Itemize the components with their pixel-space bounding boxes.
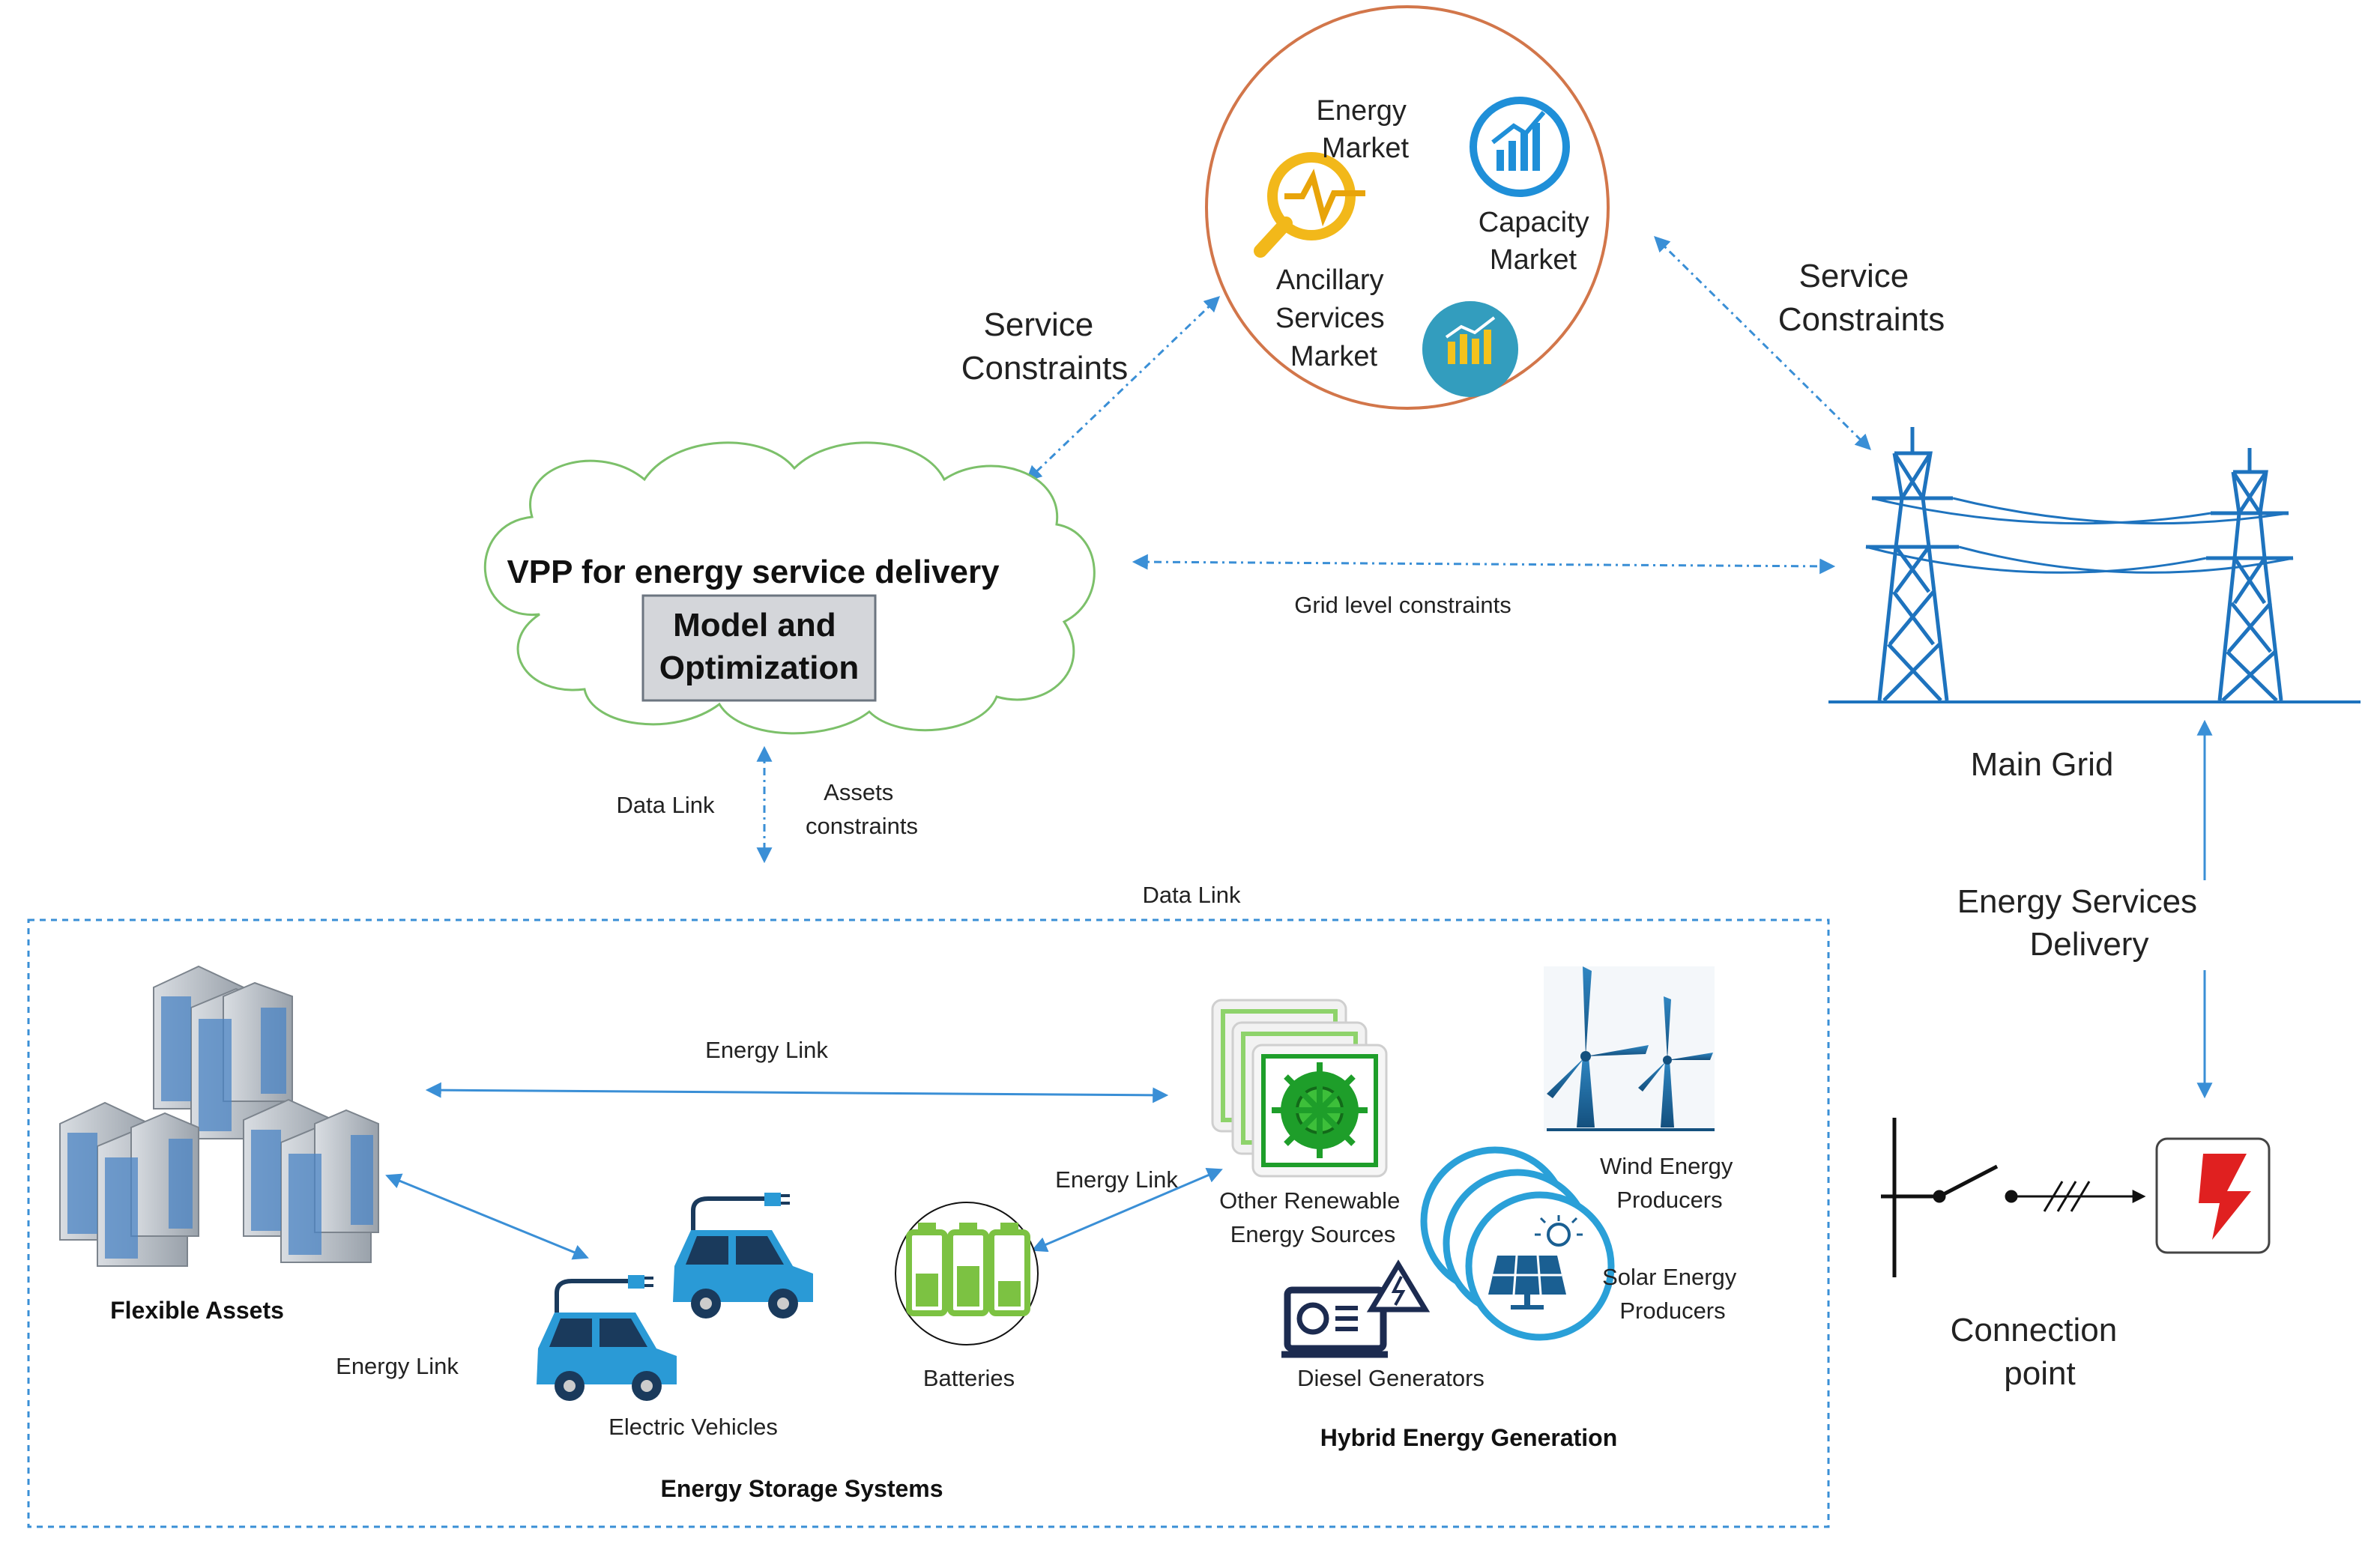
other-renewable-label: Other Renewable Energy Sources — [1219, 1187, 1407, 1247]
energy-link-middle-label: Energy Link — [1055, 1166, 1178, 1193]
flexible-assets-label: Flexible Assets — [110, 1297, 284, 1324]
model-box — [641, 594, 877, 702]
batteries-label: Batteries — [923, 1365, 1015, 1391]
energy-storage-systems-label: Energy Storage Systems — [660, 1475, 943, 1502]
ancillary-market-label: Ancillary Services Market — [1275, 264, 1392, 372]
capacity-market-label: Capacity Market — [1479, 207, 1597, 276]
building-cluster-icon — [59, 965, 379, 1267]
ancillary-market-icon — [1422, 301, 1518, 397]
electric-car-icon — [537, 1193, 813, 1401]
model-box-label: Model and Optimization — [659, 607, 859, 686]
energy-link-top-label: Energy Link — [705, 1037, 828, 1063]
energy-link-bottom — [385, 1173, 589, 1260]
diesel-generator-icon — [1281, 1259, 1431, 1358]
energy-market-label: Energy Market — [1317, 95, 1415, 164]
wind-turbine-icon — [1544, 966, 1715, 1131]
vpp-title: VPP for energy service delivery — [507, 554, 1000, 590]
energy-market-icon — [1254, 152, 1365, 258]
battery-icon — [895, 1202, 1039, 1345]
energy-services-label-bg — [1956, 880, 2207, 970]
wind-producers-label: Wind Energy Producers — [1600, 1153, 1739, 1213]
energy-link-top — [425, 1082, 1169, 1104]
service-link-left — [1025, 296, 1221, 482]
markets-circle — [1205, 5, 1610, 410]
connection-point-label: Connection point — [1951, 1312, 2127, 1392]
energy-link-bottom-label: Energy Link — [336, 1353, 459, 1379]
renewable-panel-icon — [1211, 999, 1388, 1178]
lightning-icon — [2155, 1137, 2271, 1254]
energy-services-label: Energy Services Delivery — [1957, 883, 2207, 963]
service-constraints-right-label: Service Constraints — [1778, 258, 1945, 338]
solar-panel-icon — [1420, 1146, 1615, 1341]
electric-vehicles-label: Electric Vehicles — [608, 1414, 778, 1440]
transmission-tower-icon — [1828, 427, 2361, 703]
markets-group: Energy Market Capacity Market Ancillary … — [1205, 5, 1610, 410]
grid-level-constraints-label: Grid level constraints — [1294, 592, 1511, 618]
capacity-market-icon — [1470, 97, 1570, 197]
grid-level-link — [1132, 554, 1836, 575]
assets-box — [27, 918, 1830, 1528]
energy-link-middle — [1031, 1167, 1223, 1253]
data-link-vertical-label: Data Link — [617, 792, 715, 818]
service-link-right — [1654, 236, 1871, 450]
vpp-cloud: VPP for energy service delivery Model an… — [484, 441, 1096, 735]
solar-producers-label: Solar Energy Producers — [1602, 1264, 1743, 1324]
diesel-generators-label: Diesel Generators — [1297, 1365, 1485, 1391]
switch-icon — [1881, 1118, 2146, 1277]
assets-constraints-label: Assets constraints — [806, 779, 918, 839]
service-constraints-left-label: Service Constraints — [961, 306, 1129, 387]
data-link-box-label: Data Link — [1143, 882, 1241, 908]
main-grid-label: Main Grid — [1971, 746, 2114, 783]
hybrid-generation-label: Hybrid Energy Generation — [1320, 1424, 1618, 1451]
